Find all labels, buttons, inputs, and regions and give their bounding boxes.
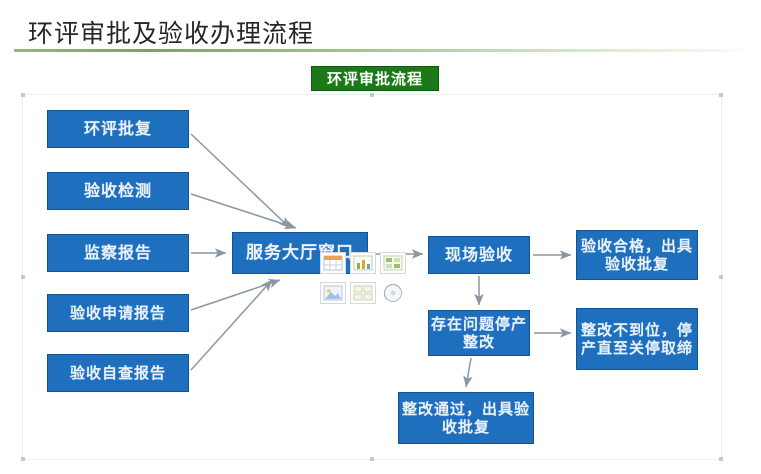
media-icon[interactable] — [380, 282, 406, 304]
table-icon[interactable] — [320, 252, 346, 274]
title-underline — [14, 49, 749, 52]
resize-handle-bottom-center[interactable] — [370, 457, 374, 461]
section-banner: 环评审批流程 — [311, 66, 439, 91]
resize-handle-top-center[interactable] — [370, 93, 374, 97]
flow-box-acceptance-test[interactable]: 验收检测 — [47, 172, 189, 210]
resize-handle-top-left[interactable] — [21, 93, 25, 97]
flow-box-onsite-acceptance[interactable]: 现场验收 — [428, 236, 530, 274]
flow-box-rectify-passed[interactable]: 整改通过，出具验收批复 — [398, 392, 534, 444]
resize-handle-bottom-right[interactable] — [719, 457, 723, 461]
flow-box-rectify-failed-shutdown[interactable]: 整改不到位，停产直至关停取缔 — [576, 308, 698, 370]
flow-box-inspection-report[interactable]: 监察报告 — [47, 234, 189, 272]
flow-box-acceptance-application[interactable]: 验收申请报告 — [47, 294, 189, 332]
content-placeholder-frame[interactable] — [21, 93, 723, 461]
page-title: 环评审批及验收办理流程 — [28, 19, 315, 48]
clipart-icon[interactable] — [350, 282, 376, 304]
resize-handle-bottom-left[interactable] — [21, 457, 25, 461]
flow-box-self-check-report[interactable]: 验收自查报告 — [47, 354, 189, 392]
chart-icon[interactable] — [350, 252, 376, 274]
flow-box-env-approval[interactable]: 环评批复 — [47, 110, 189, 148]
content-placeholder-icons[interactable] — [318, 252, 418, 310]
smartart-icon[interactable] — [380, 252, 406, 274]
flow-box-problem-halt-rectify[interactable]: 存在问题停产整改 — [428, 310, 530, 356]
resize-handle-right-center[interactable] — [719, 275, 723, 279]
flow-box-acceptance-passed[interactable]: 验收合格，出具验收批复 — [576, 230, 698, 280]
resize-handle-top-right[interactable] — [719, 93, 723, 97]
picture-icon[interactable] — [320, 282, 346, 304]
resize-handle-left-center[interactable] — [21, 275, 25, 279]
